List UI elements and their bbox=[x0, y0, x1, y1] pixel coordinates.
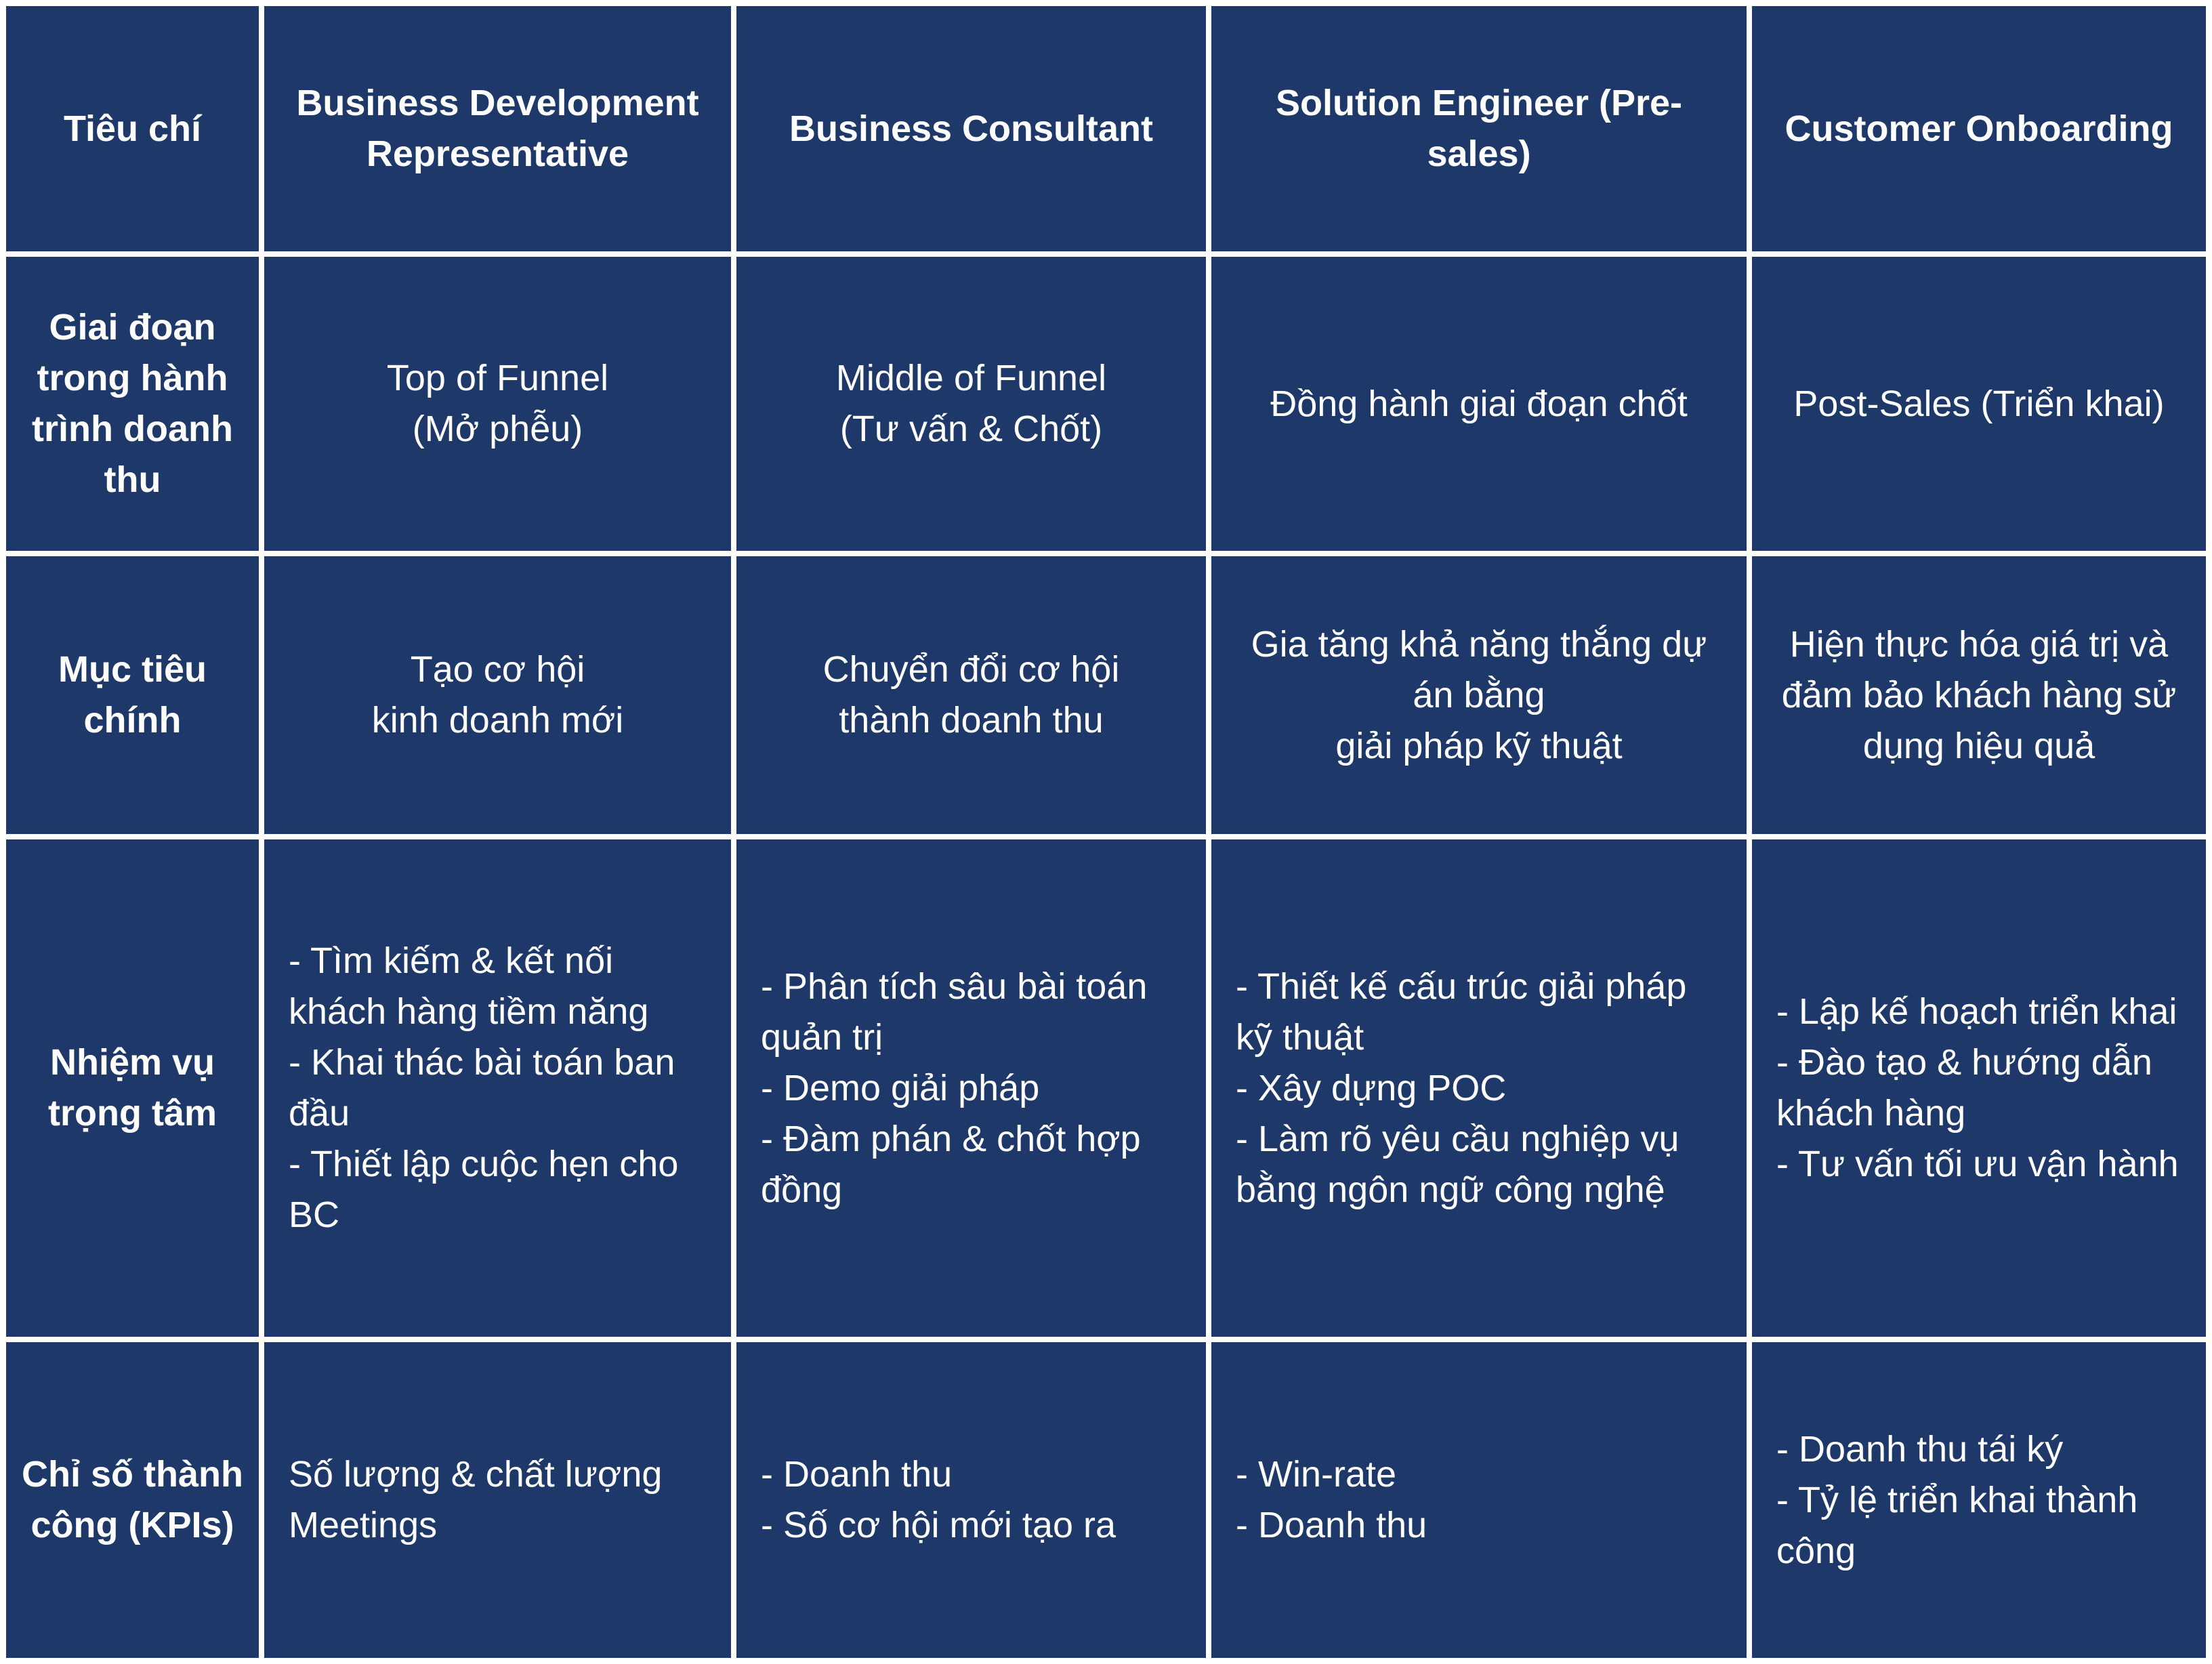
cell-revenue-stage-2: Middle of Funnel (Tư vấn & Chốt) bbox=[736, 257, 1206, 551]
criterion-kpis: Chỉ số thành công (KPIs) bbox=[6, 1342, 259, 1658]
cell-line: Gia tăng khả năng thắng dự án bằng bbox=[1251, 623, 1707, 715]
cell-line: - Tỷ lệ triển khai thành công bbox=[1776, 1479, 2138, 1571]
cell-line: - Làm rõ yêu cầu nghiệp vụ bằng ngôn ngữ… bbox=[1236, 1118, 1679, 1210]
cell-line: - Tìm kiếm & kết nối khách hàng tiềm năn… bbox=[289, 940, 649, 1032]
criterion-key-tasks: Nhiệm vụ trọng tâm bbox=[6, 839, 259, 1337]
header-bdr: Business Development Representative bbox=[264, 6, 731, 251]
criterion-main-goal: Mục tiêu chính bbox=[6, 556, 259, 834]
cell-line: thành doanh thu bbox=[839, 700, 1104, 741]
cell-kpis-2: - Doanh thu - Số cơ hội mới tạo ra bbox=[736, 1342, 1206, 1658]
cell-line: - Đàm phán & chốt hợp đồng bbox=[761, 1118, 1141, 1210]
cell-line: - Đào tạo & hướng dẫn khách hàng bbox=[1776, 1042, 2152, 1133]
header-criteria: Tiêu chí bbox=[6, 6, 259, 251]
cell-line: Số lượng & chất lượng Meetings bbox=[289, 1454, 663, 1545]
cell-line: Tạo cơ hội bbox=[410, 649, 585, 690]
cell-line: - Demo giải pháp bbox=[761, 1067, 1040, 1108]
cell-main-goal-1: Tạo cơ hội kinh doanh mới bbox=[264, 556, 731, 834]
cell-key-tasks-3: - Thiết kế cấu trúc giải pháp kỹ thuật - … bbox=[1211, 839, 1747, 1337]
cell-kpis-3: - Win-rate - Doanh thu bbox=[1211, 1342, 1747, 1658]
role-comparison-table: Tiêu chí Business Development Representa… bbox=[6, 6, 2206, 1658]
cell-line: (Tư vấn & Chốt) bbox=[839, 409, 1103, 449]
cell-revenue-stage-1: Top of Funnel (Mở phễu) bbox=[264, 257, 731, 551]
cell-line: - Phân tích sâu bài toán quản trị bbox=[761, 965, 1148, 1058]
cell-line: - Lập kế hoạch triển khai bbox=[1776, 991, 2177, 1032]
cell-revenue-stage-4: Post-Sales (Triển khai) bbox=[1752, 257, 2206, 551]
cell-line: - Tư vấn tối ưu vận hành bbox=[1776, 1144, 2179, 1184]
cell-line: - Khai thác bài toán ban đầu bbox=[289, 1042, 675, 1133]
cell-line: Chuyển đổi cơ hội bbox=[822, 649, 1120, 690]
header-se: Solution Engineer (Pre-sales) bbox=[1211, 6, 1747, 251]
cell-line: - Xây dựng POC bbox=[1236, 1067, 1507, 1108]
cell-main-goal-2: Chuyển đổi cơ hội thành doanh thu bbox=[736, 556, 1206, 834]
cell-main-goal-3: Gia tăng khả năng thắng dự án bằng giải p… bbox=[1211, 556, 1747, 834]
cell-line: giải pháp kỹ thuật bbox=[1335, 725, 1623, 766]
cell-line: - Doanh thu bbox=[1236, 1505, 1427, 1545]
cell-key-tasks-2: - Phân tích sâu bài toán quản trị - Demo … bbox=[736, 839, 1206, 1337]
cell-key-tasks-1: - Tìm kiếm & kết nối khách hàng tiềm năn… bbox=[264, 839, 731, 1337]
cell-kpis-1: Số lượng & chất lượng Meetings bbox=[264, 1342, 731, 1658]
cell-line: Middle of Funnel bbox=[835, 358, 1107, 398]
cell-line: kinh doanh mới bbox=[371, 700, 624, 741]
cell-line: Hiện thực hóa giá trị và đảm bảo khách h… bbox=[1781, 623, 2177, 766]
cell-line: - Doanh thu bbox=[761, 1454, 953, 1495]
cell-line: - Số cơ hội mới tạo ra bbox=[761, 1505, 1116, 1545]
cell-line: - Doanh thu tái ký bbox=[1776, 1428, 2064, 1470]
cell-line: - Win-rate bbox=[1236, 1454, 1397, 1495]
cell-main-goal-4: Hiện thực hóa giá trị và đảm bảo khách h… bbox=[1752, 556, 2206, 834]
cell-line: Đồng hành giai đoạn chốt bbox=[1270, 383, 1688, 424]
header-onboarding: Customer Onboarding bbox=[1752, 6, 2206, 251]
cell-line: - Thiết lập cuộc hẹn cho BC bbox=[289, 1144, 679, 1235]
cell-line: Top of Funnel bbox=[386, 358, 609, 398]
criterion-revenue-stage: Giai đoạn trong hành trình doanh thu bbox=[6, 257, 259, 551]
cell-line: - Thiết kế cấu trúc giải pháp kỹ thuật bbox=[1236, 965, 1687, 1058]
header-bc: Business Consultant bbox=[736, 6, 1206, 251]
cell-key-tasks-4: - Lập kế hoạch triển khai - Đào tạo & hướ… bbox=[1752, 839, 2206, 1337]
cell-kpis-4: - Doanh thu tái ký - Tỷ lệ triển khai thà… bbox=[1752, 1342, 2206, 1658]
cell-line: Post-Sales (Triển khai) bbox=[1793, 383, 2165, 424]
cell-revenue-stage-3: Đồng hành giai đoạn chốt bbox=[1211, 257, 1747, 551]
cell-line: (Mở phễu) bbox=[412, 409, 583, 449]
